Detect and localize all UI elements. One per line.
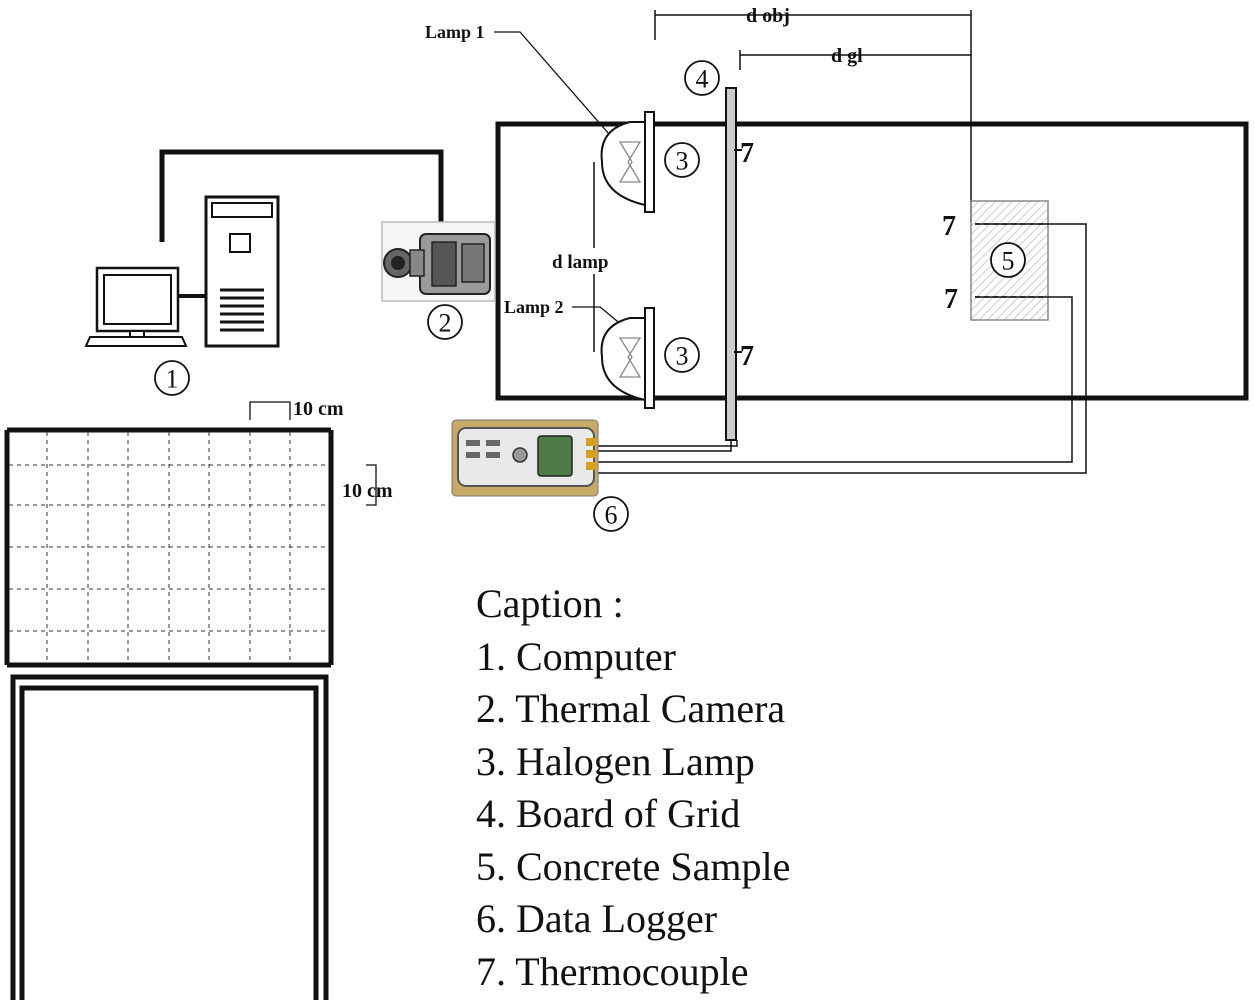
marker-computer: 1 [154,360,190,396]
caption-item: 5. Concrete Sample [476,843,791,889]
caption-item: 1. Computer [476,633,676,679]
marker-thermal-camera: 2 [427,304,463,340]
halogen-lamp-lower [600,307,655,409]
thermocouple-wires [597,223,1087,474]
caption-legend: Caption : 1. Computer 2. Thermal Camera … [476,578,790,998]
marker-board-number: 4 [696,65,709,94]
halogen-lamp-upper [600,111,655,213]
label-grid-horizontal: 10 cm [293,398,344,420]
label-grid-vertical: 10 cm [342,480,393,502]
label-d-lamp: d lamp [552,252,609,273]
marker-logger-number: 6 [605,501,618,530]
computer [84,195,280,348]
dimension-d-obj [654,10,972,222]
thermal-camera [381,221,496,302]
thermocouple-sample-upper: 7 [942,211,956,242]
label-lamp-1: Lamp 1 [425,22,485,42]
thermocouple-board-upper: 7 [740,138,754,169]
data-logger [451,419,599,497]
thermocouple-board-lower: 7 [740,341,754,372]
marker-sample: 5 [990,242,1026,278]
lamp-1-leader [494,31,617,143]
marker-sample-number: 5 [1002,247,1015,276]
marker-logger: 6 [593,496,629,532]
caption-item: 7. Thermocouple [476,948,749,994]
tower-case [204,195,280,348]
test-chamber [495,121,1249,401]
board-of-grid [725,87,737,441]
marker-lamp-upper-number: 3 [676,147,689,176]
caption-item: 3. Halogen Lamp [476,738,755,784]
marker-lamp-upper: 3 [664,142,700,178]
caption-item: 6. Data Logger [476,896,718,941]
marker-computer-number: 1 [166,365,179,394]
grid-board [4,401,377,1000]
marker-thermal-camera-number: 2 [439,309,452,338]
monitor [84,266,188,347]
dimension-d-gl [739,50,971,70]
marker-lamp-lower: 3 [664,337,700,373]
label-lamp-2: Lamp 2 [504,297,564,317]
label-d-gl: d gl [831,45,863,67]
camera-cable [159,149,444,262]
label-d-obj: d obj [746,5,790,27]
marker-lamp-lower-number: 3 [676,342,689,371]
caption-item: 4. Board of Grid [476,791,741,836]
marker-board: 4 [684,60,720,96]
thermocouple-sample-lower: 7 [944,284,958,315]
caption-item: 2. Thermal Camera [476,686,786,731]
caption-title: Caption : [476,581,624,626]
